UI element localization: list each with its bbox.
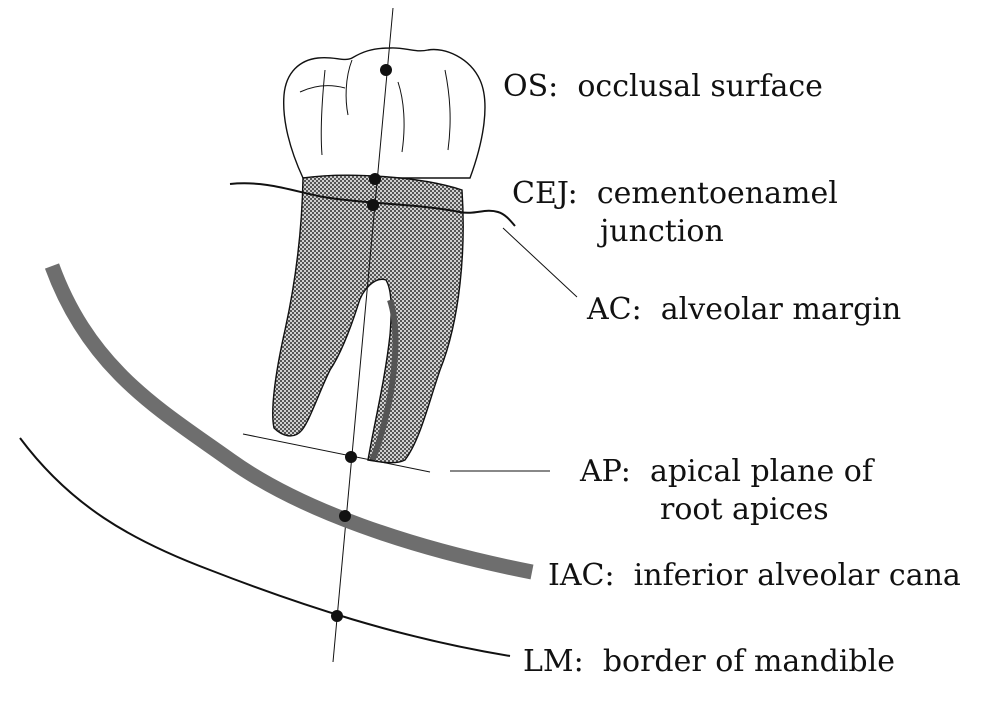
os-point bbox=[380, 64, 392, 76]
ap-label-line2: root apices bbox=[660, 492, 829, 527]
root-canal bbox=[369, 299, 399, 462]
iac-point bbox=[339, 510, 351, 522]
cej-label-line1: CEJ: cementoenamel bbox=[512, 176, 838, 211]
ac-label: AC: alveolar margin bbox=[587, 292, 902, 327]
cej-point bbox=[369, 173, 381, 185]
iac-label: IAC: inferior alveolar cana bbox=[548, 558, 961, 593]
lm-point bbox=[331, 610, 343, 622]
tooth-crown bbox=[282, 47, 486, 179]
tooth-roots bbox=[272, 174, 464, 464]
ac-point bbox=[367, 199, 379, 211]
ac-leader-line bbox=[502, 227, 578, 298]
os-label: OS: occlusal surface bbox=[503, 69, 823, 104]
ap-label-line1: AP: apical plane of bbox=[580, 454, 873, 489]
cusp-line bbox=[444, 69, 451, 151]
long-axis-line bbox=[332, 7, 394, 663]
inferior-alveolar-canal bbox=[44, 263, 534, 580]
lm-label: LM: border of mandible bbox=[523, 644, 895, 679]
cej-line bbox=[229, 182, 516, 227]
mandible-border bbox=[19, 437, 511, 657]
cusp-line bbox=[320, 69, 326, 156]
cusp-line bbox=[299, 85, 346, 93]
apical-plane-line bbox=[242, 433, 431, 473]
cusp-line bbox=[345, 59, 353, 116]
cej-label-line2: junction bbox=[600, 214, 724, 249]
ap-point bbox=[345, 451, 357, 463]
cusp-line bbox=[397, 81, 405, 153]
